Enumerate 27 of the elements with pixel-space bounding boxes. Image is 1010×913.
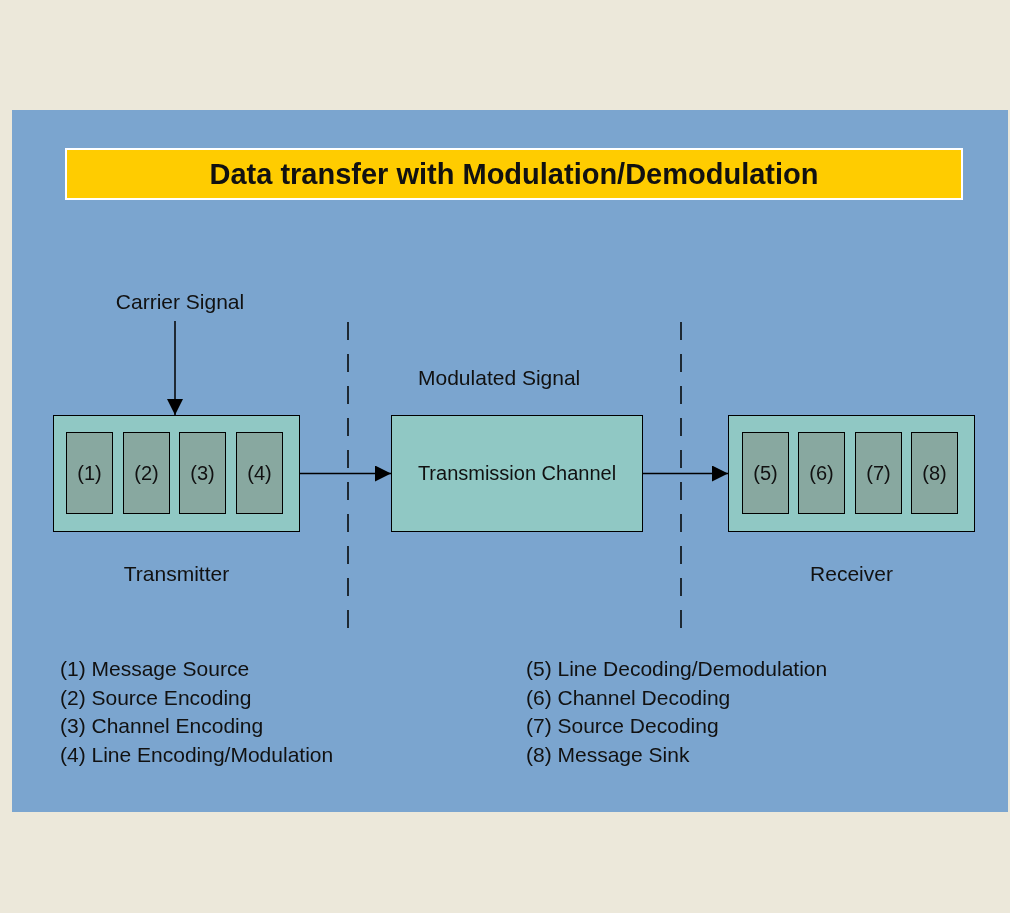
arrow bbox=[299, 465, 392, 482]
stage-box: (2) bbox=[123, 432, 170, 514]
block-box bbox=[53, 415, 300, 532]
signal-label: Carrier Signal bbox=[95, 285, 265, 319]
stage-box: (3) bbox=[179, 432, 226, 514]
signal-label: Modulated Signal bbox=[418, 366, 581, 390]
stage-box: (1) bbox=[66, 432, 113, 514]
legend-text: (7) Source Decoding bbox=[526, 714, 719, 738]
arrow bbox=[642, 465, 729, 482]
arrow bbox=[167, 320, 183, 416]
channel-box: Transmission Channel bbox=[391, 415, 643, 532]
legend-text: (1) Message Source bbox=[60, 657, 250, 681]
legend-text: (4) Line Encoding/Modulation bbox=[60, 742, 334, 767]
legend-text: (8) Message Sink bbox=[526, 742, 690, 767]
legend-text: (6) Channel Decoding bbox=[526, 685, 731, 710]
block-caption: Transmitter bbox=[122, 562, 231, 586]
legend-text: (3) Channel Encoding bbox=[60, 714, 264, 738]
legend-text: (5) Line Decoding/Demodulation bbox=[526, 657, 828, 681]
stage-box: (6) bbox=[798, 432, 845, 514]
stage-box: (8) bbox=[911, 432, 958, 514]
block-box bbox=[728, 415, 975, 532]
title-banner: Data transfer with Modulation/Demodulation bbox=[65, 148, 963, 200]
stage-box: (5) bbox=[742, 432, 789, 514]
legend-text: (2) Source Encoding bbox=[60, 685, 252, 710]
stage-box: (4) bbox=[236, 432, 283, 514]
stage-box: (7) bbox=[855, 432, 902, 514]
block-caption: Receiver bbox=[809, 562, 894, 586]
